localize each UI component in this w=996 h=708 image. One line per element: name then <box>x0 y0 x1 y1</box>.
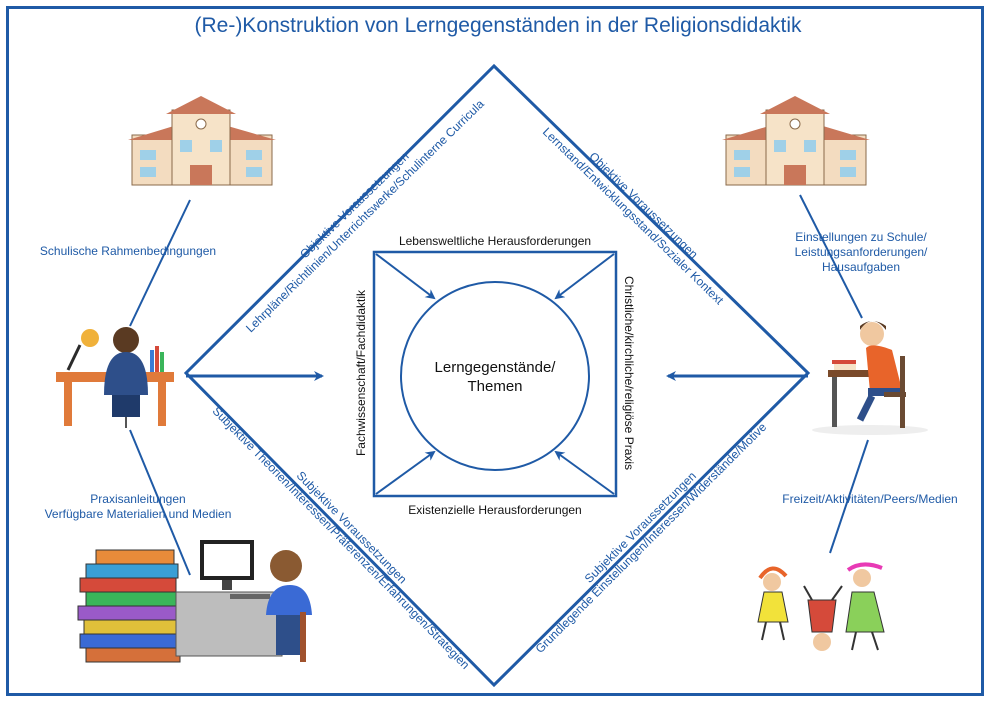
kids-playing-icon <box>757 562 885 651</box>
label-freizeit: Freizeit/Aktivitäten/Peers/Medien <box>782 492 958 506</box>
corner-arrow-tr <box>554 253 615 300</box>
label-einstellungen-schule: Einstellungen zu Schule/ Leistungsanford… <box>746 230 976 275</box>
connector-left-top <box>129 199 191 327</box>
book-stack-icon <box>77 549 181 663</box>
student-at-desk-icon <box>812 321 928 435</box>
diamond-outline <box>183 63 811 688</box>
connector-left-bottom <box>129 429 191 576</box>
square-left-label: Fachwissenschaft/Fachdidaktik <box>354 289 368 457</box>
corner-arrow-bl <box>375 450 436 495</box>
diagram-frame <box>6 6 984 696</box>
label-praxisanleitungen: Praxisanleitungen Verfügbare Materialien… <box>18 492 258 522</box>
square-right-label: Christliche/kirchliche/religiöse Praxis <box>622 275 636 471</box>
school-building-icon-right <box>722 96 870 186</box>
connector-right-bottom <box>829 439 869 554</box>
connector-right-top <box>799 194 863 319</box>
corner-arrow-tl <box>375 253 436 300</box>
label-praxisanleitungen-line2: Verfügbare Materialien und Medien <box>44 507 232 521</box>
label-einstellungen-line3: Hausaufgaben <box>821 260 901 274</box>
label-einstellungen-line1: Einstellungen zu Schule/ <box>795 230 927 244</box>
label-schulische-rahmenbedingungen: Schulische Rahmenbedingungen <box>39 244 217 258</box>
center-label: Lerngegenstände/ Themen <box>410 358 580 396</box>
school-building-icon-left <box>128 96 276 186</box>
label-einstellungen-line2: Leistungsanforderungen/ <box>794 245 928 259</box>
square-bottom-label: Existenzielle Herausforderungen <box>408 503 582 517</box>
label-praxisanleitungen-line1: Praxisanleitungen <box>90 492 186 506</box>
center-label-line1: Lerngegenstände/ <box>434 359 556 376</box>
teacher-at-desk-icon <box>56 327 174 428</box>
diagram-title: (Re-)Konstruktion von Lerngegenständen i… <box>194 14 802 37</box>
person-at-computer-icon <box>175 540 312 662</box>
center-label-line2: Themen <box>467 378 523 395</box>
center-circle <box>400 281 590 471</box>
inner-square <box>372 250 618 498</box>
square-top-label: Lebensweltliche Herausforderungen <box>398 234 592 248</box>
corner-arrow-br <box>554 450 615 495</box>
